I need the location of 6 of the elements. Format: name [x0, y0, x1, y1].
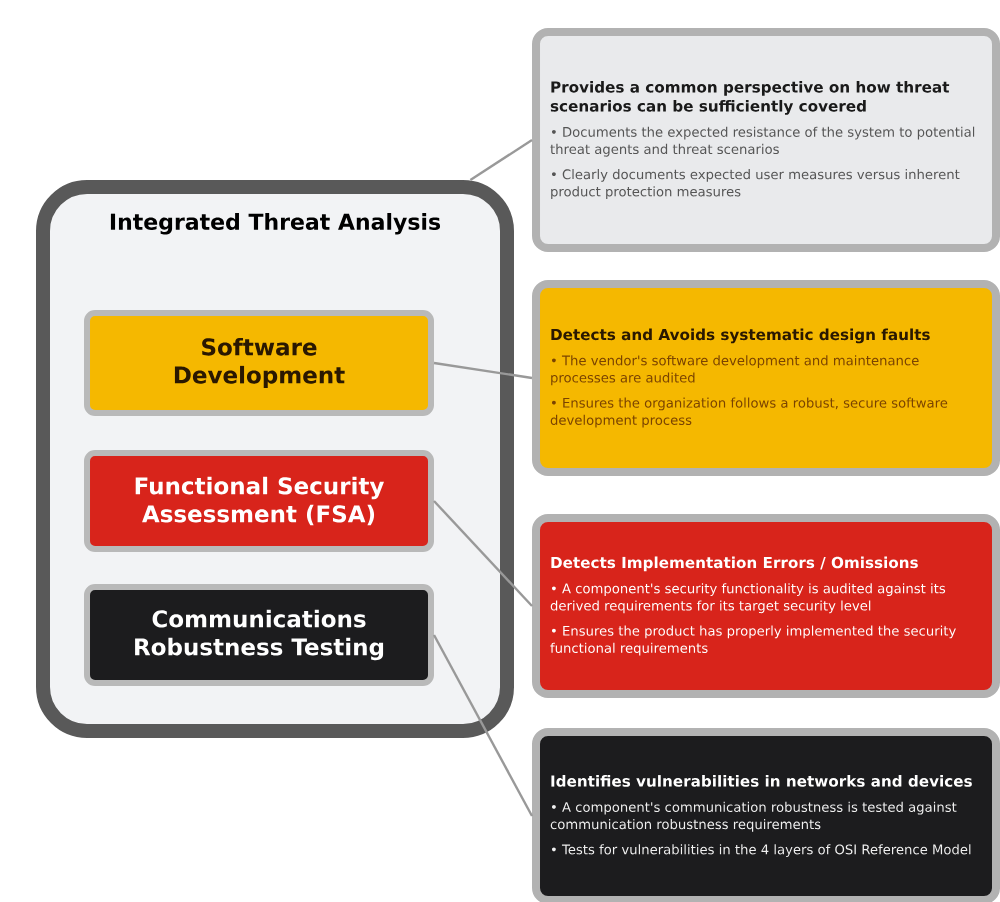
connector-line [469, 139, 533, 181]
connector-line [432, 634, 534, 817]
category-box: Functional Security Assessment (FSA) [84, 450, 434, 552]
connector-line [433, 500, 533, 607]
category-box: Software Development [84, 310, 434, 416]
category-box: Communications Robustness Testing [84, 584, 434, 686]
